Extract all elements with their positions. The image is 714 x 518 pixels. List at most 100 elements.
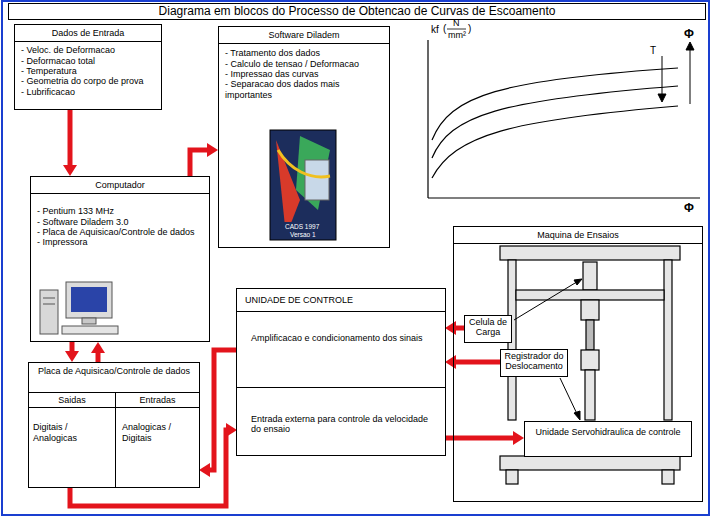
- box-text: - Geometria do corpo de prova: [15, 76, 161, 86]
- signal-arrow: [445, 321, 464, 335]
- box-text: - Separacao dos dados mais importantes: [219, 79, 389, 100]
- box-text: - Lubrificacao: [15, 87, 161, 97]
- arrow-head: [513, 431, 524, 445]
- drawing-stroke: [427, 40, 428, 198]
- process-box: Computador- Pentium 133 MHz- Software Di…: [30, 176, 210, 342]
- signal-arrow: [91, 342, 105, 362]
- drawing-stroke: [658, 94, 666, 102]
- drawing-stroke: [662, 470, 674, 484]
- flow-curves: [432, 68, 678, 178]
- connector-line: [70, 342, 75, 352]
- drawing-stroke: [71, 287, 107, 312]
- box-text: - Software Diladem 3.0: [31, 217, 209, 227]
- control-section: Amplificacao e condicionamento dos sinai…: [237, 313, 445, 387]
- box-heading: Entradas: [116, 393, 199, 408]
- process-box: Dados de Entrada- Veloc. de Deformacao- …: [14, 24, 162, 110]
- drawing-stroke: [583, 262, 597, 290]
- drawing-stroke: [43, 298, 55, 299]
- box-heading: Dados de Entrada: [15, 25, 161, 42]
- annotation-label: Versao 1: [290, 232, 316, 239]
- drawing-stroke: [40, 290, 58, 334]
- box-text: Digitais / Analogicas: [29, 408, 115, 443]
- drawing-stroke: [500, 246, 680, 260]
- annotation-label: (: [443, 24, 446, 34]
- input-cell: EntradasAnalogicas / Digitais: [115, 393, 199, 487]
- box-text: - Placa de Aquisicao/Controle de dados: [31, 227, 209, 237]
- box-text: - Tratamento dos dados: [219, 48, 389, 58]
- drawing-stroke: [66, 282, 112, 318]
- drawing-stroke: [514, 280, 580, 320]
- signal-arrow: [65, 342, 79, 362]
- annotation-label: Φ: [684, 202, 694, 214]
- part-label-box: Registrador do Deslocamento: [500, 349, 568, 377]
- drawing-stroke: [270, 130, 336, 240]
- box-text: - Impressao das curvas: [219, 69, 389, 79]
- part-label-box: Celula de Carga: [464, 315, 512, 343]
- box-text: Analogicas / Digitais: [116, 408, 199, 443]
- box-heading: Saidas: [29, 393, 115, 408]
- arrow-head: [199, 463, 210, 477]
- part-label-box: Unidade Servohidraulica de controle: [524, 421, 692, 457]
- box-heading: Computador: [31, 177, 209, 194]
- drawing-stroke: [585, 370, 595, 420]
- annotation-label: N: [453, 19, 460, 28]
- drawing-stroke: [560, 378, 578, 416]
- annotation-label: mm²: [448, 31, 466, 40]
- chart-axes: [428, 29, 700, 198]
- signal-arrow: [63, 110, 77, 176]
- box-text: UNIDADE DE CONTROLE: [237, 289, 445, 312]
- control-section: Entrada externa para controle da velocid…: [237, 387, 445, 455]
- arrow-head: [63, 165, 77, 176]
- connector-line: [190, 150, 208, 176]
- annotation-label: kf: [431, 25, 439, 35]
- connector-line: [209, 350, 237, 470]
- annotation-label: CADS 1997: [285, 224, 319, 231]
- box-text: - Calculo de tensao / Deformacao: [219, 59, 389, 69]
- box-text: Amplificacao e condicionamento dos sinai…: [237, 313, 445, 343]
- arrow-head: [445, 355, 456, 369]
- box-text: Maquina de Ensaios: [454, 227, 702, 244]
- signal-arrow: [445, 431, 524, 445]
- drawing-stroke: [428, 197, 700, 198]
- trend-arrows: [658, 42, 694, 104]
- drawing-stroke: [516, 290, 664, 300]
- box-heading: Software Diladem: [219, 27, 389, 44]
- signal-arrow: [190, 143, 218, 176]
- drawing-stroke: [690, 48, 691, 104]
- drawing-stroke: [581, 300, 599, 320]
- connector-line: [455, 326, 464, 331]
- box-text: - Deformacao total: [15, 56, 161, 66]
- drawing-stroke: [581, 350, 599, 370]
- drawing-stroke: [586, 320, 594, 350]
- drawing-stroke: [432, 68, 678, 140]
- process-box: Placa de Aquisicao/Controle de dadosSaid…: [28, 362, 200, 488]
- box-text: - Veloc. de Deformacao: [15, 45, 161, 55]
- connector-line: [68, 110, 73, 166]
- drawing-stroke: [500, 456, 680, 470]
- connector-line: [445, 436, 514, 441]
- annotation-label: T: [650, 46, 656, 56]
- box-text: Entrada externa para controle da velocid…: [237, 388, 445, 435]
- drawing-stroke: [447, 29, 466, 30]
- drawing-stroke: [62, 326, 118, 334]
- arrow-head: [207, 143, 218, 157]
- process-box: Software Diladem- Tratamento dos dados- …: [218, 26, 390, 248]
- box-text: Placa de Aquisicao/Controle de dados: [29, 363, 199, 393]
- connector-line: [96, 352, 101, 362]
- signal-arrow: [70, 423, 237, 506]
- drawing-stroke: [432, 86, 678, 158]
- box-text: - Impressora: [31, 237, 209, 247]
- output-cell: SaidasDigitais / Analogicas: [29, 393, 115, 487]
- drawing-stroke: [686, 42, 694, 50]
- drawing-stroke: [506, 470, 518, 484]
- annotation-label: Φ: [684, 28, 694, 40]
- box-text: Registrador do Deslocamento: [501, 350, 567, 373]
- arrow-head: [445, 321, 456, 335]
- drawing-stroke: [282, 222, 326, 238]
- arrow-head: [91, 342, 105, 353]
- drawing-stroke: [43, 304, 55, 305]
- connector-line: [455, 360, 500, 365]
- box-text: - Temperatura: [15, 66, 161, 76]
- arrow-head: [65, 351, 79, 362]
